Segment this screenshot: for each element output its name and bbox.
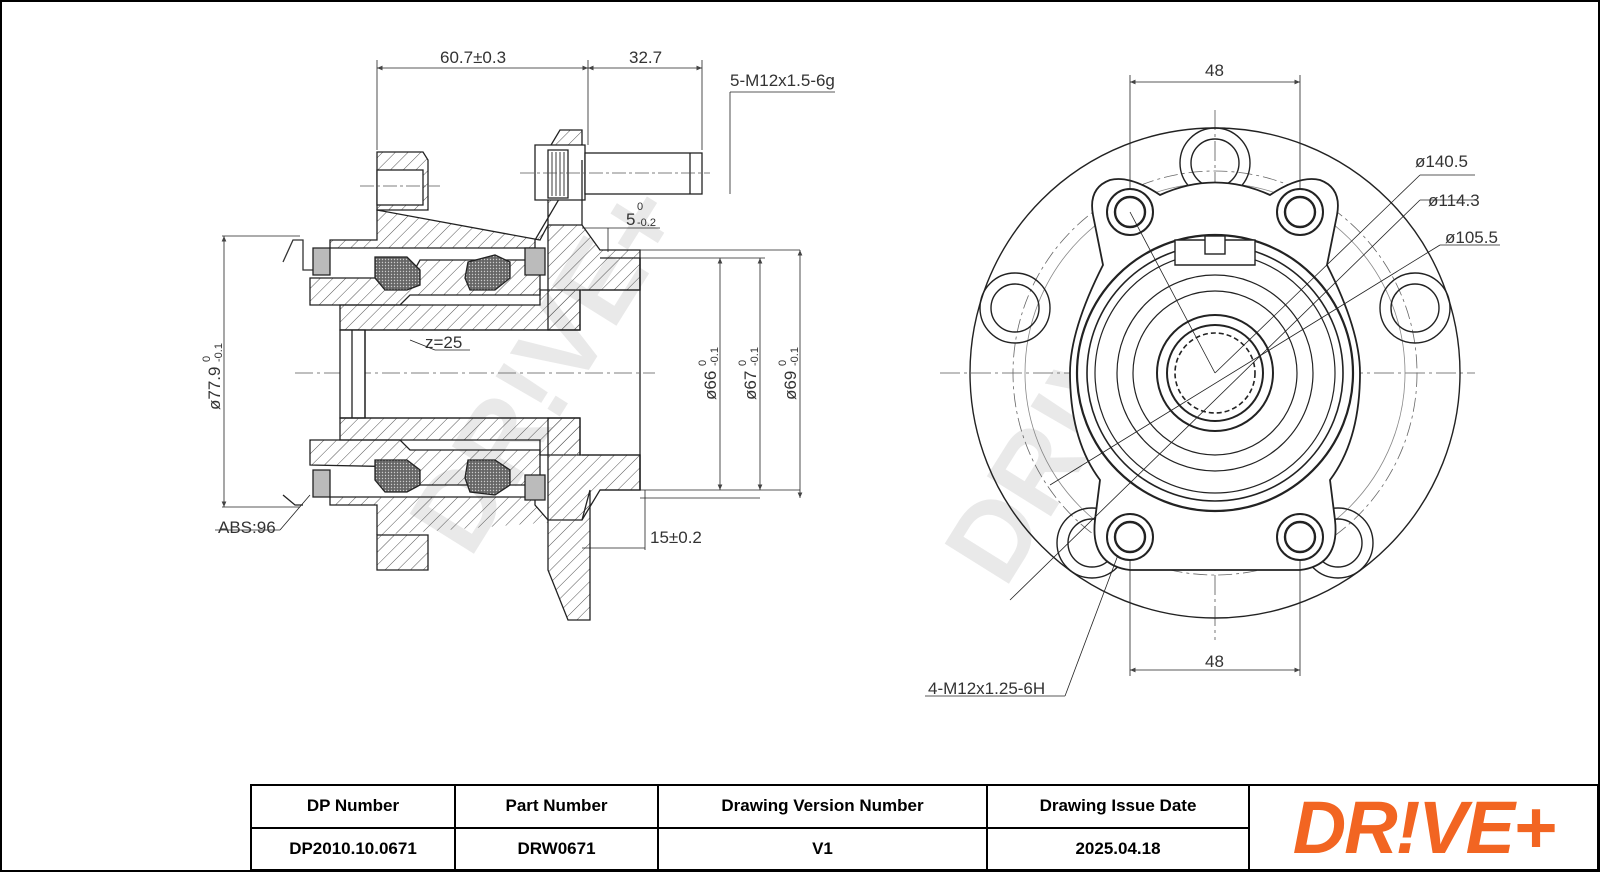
dim-pilot-dia-3: ø69 0 -0.1 (777, 347, 801, 400)
title-value-part-number: DRW0671 (517, 838, 596, 858)
dim-pilot-dia-1: ø66 0 -0.1 (697, 347, 721, 400)
spline-count: z=25 (425, 333, 462, 352)
svg-text:0: 0 (201, 356, 213, 362)
stud-hole-left (979, 272, 1051, 344)
svg-text:ø69: ø69 (781, 371, 800, 400)
svg-text:ø77.9: ø77.9 (205, 367, 224, 410)
title-header-issue-date: Drawing Issue Date (988, 786, 1248, 829)
svg-text:0: 0 (737, 360, 749, 366)
dim-pilot-height-tol-lower: -0.2 (637, 217, 656, 229)
stud-hole-right (1379, 272, 1451, 344)
front-view (925, 75, 1500, 697)
title-value-dp-number: DP2010.10.0671 (289, 838, 417, 858)
side-section-view (215, 60, 835, 621)
thread-spec-studs: 5-M12x1.5-6g (730, 71, 835, 90)
title-header-part-number: Part Number (456, 786, 657, 829)
thread-spec-holes: 4-M12x1.25-6H (928, 679, 1045, 698)
dim-outer-dia: ø77.9 0 -0.1 (201, 343, 225, 410)
brand-logo: DR!VE+ (1250, 786, 1597, 869)
dim-dia-pcd: ø114.3 (1428, 191, 1480, 210)
dim-bottom-spacing: 48 (1205, 652, 1224, 671)
dim-pilot-dia-2: ø67 0 -0.1 (737, 347, 761, 400)
brand-logo-text: DR!VE+ (1292, 785, 1556, 869)
svg-text:-0.1: -0.1 (709, 347, 721, 366)
dim-pilot-height: 5 (626, 210, 635, 229)
title-col-part-number: Part Number DRW0671 (456, 786, 659, 869)
title-col-dp-number: DP Number DP2010.10.0671 (252, 786, 456, 869)
dim-dia-outer: ø140.5 (1415, 152, 1468, 171)
svg-text:0: 0 (777, 360, 789, 366)
dim-top-spacing: 48 (1205, 61, 1224, 80)
dim-flange-to-face: 60.7±0.3 (440, 48, 506, 67)
dim-dia-inner: ø105.5 (1445, 228, 1498, 247)
dim-stud-length: 32.7 (629, 48, 662, 67)
title-value-version: V1 (812, 838, 833, 858)
title-value-issue-date: 2025.04.18 (1075, 838, 1161, 858)
svg-text:-0.1: -0.1 (749, 347, 761, 366)
svg-text:-0.1: -0.1 (789, 347, 801, 366)
svg-text:-0.1: -0.1 (213, 343, 225, 362)
title-col-version: Drawing Version Number V1 (659, 786, 988, 869)
dim-flange-thickness: 15±0.2 (650, 528, 702, 547)
svg-text:ø67: ø67 (741, 371, 760, 400)
title-block: DP Number DP2010.10.0671 Part Number DRW… (250, 784, 1599, 871)
svg-text:ø66: ø66 (701, 371, 720, 400)
title-col-issue-date: Drawing Issue Date 2025.04.18 (988, 786, 1250, 869)
title-header-dp-number: DP Number (252, 786, 454, 829)
title-header-version: Drawing Version Number (659, 786, 986, 829)
svg-text:0: 0 (697, 360, 709, 366)
dim-pilot-height-tol-upper: 0 (637, 201, 643, 213)
abs-label: ABS:96 (218, 518, 276, 537)
